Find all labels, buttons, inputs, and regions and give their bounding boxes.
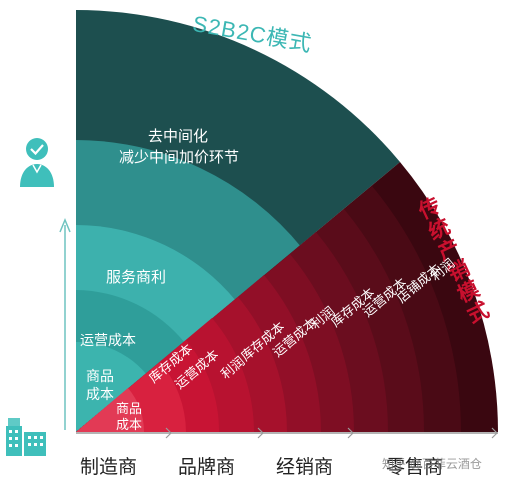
label-product-cost-s2b2c-2: 成本 [86,387,114,403]
person-check-icon [20,138,54,187]
s2b2c-sector [76,10,400,432]
x-axis-chevrons [165,427,498,439]
label-reduce-markup: 减少中间加价环节 [119,148,240,166]
watermark: 知乎 @百菲云酒仓 [382,457,482,471]
label-service-profit: 服务商利 [106,268,167,286]
stage-brand: 品牌商 [178,456,236,478]
label-product-cost-trad-2: 成本 [116,418,143,433]
stage-retailer: 零售商 [386,456,444,478]
stage-manufacturer: 制造商 [80,456,138,478]
label-remove-middle: 去中间化 [148,127,209,145]
traditional-sector [76,162,498,432]
buildings-icon [6,418,46,456]
stage-distributor: 经销商 [276,456,334,478]
label-operating-cost-s2b2c: 运营成本 [80,333,136,349]
label-product-cost-s2b2c-1: 商品 [86,369,114,385]
label-product-cost-trad-1: 商品 [116,402,143,417]
